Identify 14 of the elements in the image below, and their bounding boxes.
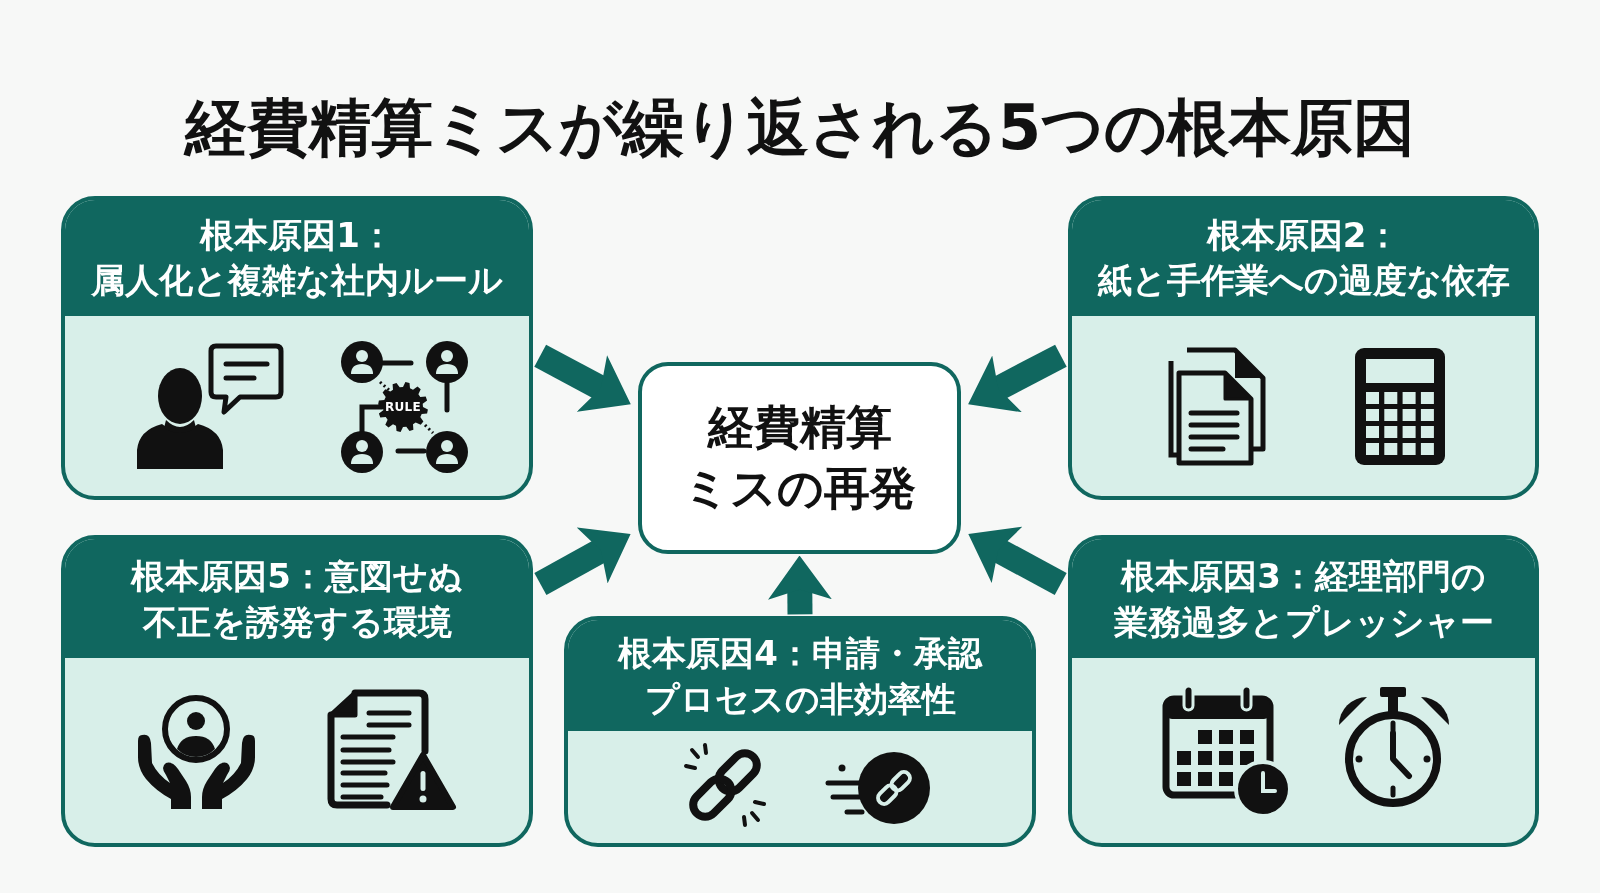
result-box: 経費精算ミスの再発 — [638, 362, 961, 554]
cause-card — [61, 196, 533, 500]
arrow — [767, 555, 832, 615]
cause-card — [1068, 535, 1539, 847]
card-heading: 根本原因3：経理部門の業務過多とプレッシャー — [1072, 539, 1535, 658]
cause-card — [1068, 196, 1539, 500]
card-heading: 根本原因4：申請・承認プロセスの非効率性 — [568, 620, 1032, 731]
card-heading: 根本原因5：意図せぬ不正を誘発する環境 — [65, 539, 529, 658]
gear-label: RULE — [385, 400, 421, 414]
cause-card — [61, 535, 533, 847]
card-heading: 根本原因1：属人化と複雑な社内ルール — [65, 200, 529, 316]
cause-card — [564, 616, 1036, 847]
card-heading: 根本原因2：紙と手作業への過度な依存 — [1072, 200, 1535, 316]
title: 経費精算ミスが繰り返される5つの根本原因 — [184, 92, 1416, 164]
